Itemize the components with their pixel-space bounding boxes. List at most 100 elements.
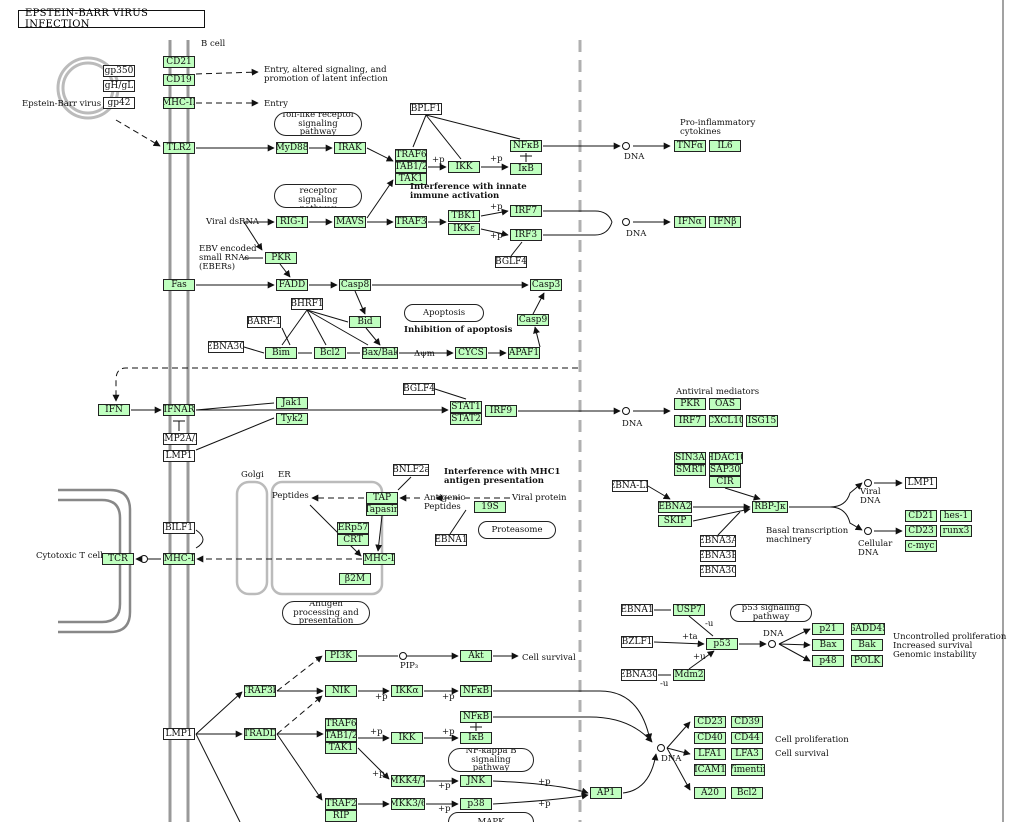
gene-bid[interactable]: Bid	[349, 316, 381, 328]
gene-ikk1[interactable]: IKK	[448, 161, 480, 173]
gene-il6[interactable]: IL6	[709, 140, 741, 152]
viral-node-bglf4a[interactable]: BGLF4	[495, 256, 527, 268]
gene-tab12b[interactable]: TAB1/2	[325, 730, 357, 742]
gene-rig1[interactable]: RIG-I	[276, 216, 308, 228]
viral-node-bglf4b[interactable]: BGLF4	[403, 383, 435, 395]
gene-cxcl10[interactable]: CXCL10	[709, 415, 743, 427]
gene-icam1[interactable]: ICAM1	[694, 764, 726, 776]
gene-mdm2[interactable]: Mdm2	[673, 669, 705, 681]
gene-cd19[interactable]: CD19	[163, 74, 195, 86]
gene-fas[interactable]: Fas	[163, 279, 195, 291]
viral-node-ebna3ca[interactable]: EBNA3C	[208, 341, 244, 353]
gene-tlr2[interactable]: TLR2	[163, 142, 195, 154]
gene-polk[interactable]: POLK	[851, 655, 883, 667]
gene-lfa3[interactable]: LFA3	[731, 748, 763, 760]
gene-apaf1[interactable]: APAF1	[508, 347, 540, 359]
gene-p48[interactable]: p48	[812, 655, 844, 667]
viral-node-ebnalp[interactable]: EBNA-LP	[612, 480, 648, 492]
gene-ifna[interactable]: IFNα	[674, 216, 706, 228]
viral-node-lmp1a[interactable]: LMP1	[163, 450, 195, 462]
gene-nfkb1[interactable]: NFκB	[510, 140, 542, 152]
pathway-link-agproc[interactable]: Antigen processing and presentation	[282, 601, 370, 625]
gene-usp7[interactable]: USP7	[673, 604, 705, 616]
gene-lfa1[interactable]: LFA1	[694, 748, 726, 760]
pathway-link-p53path[interactable]: p53 signaling pathway	[730, 604, 812, 622]
gene-p19s[interactable]: 19S	[474, 501, 506, 513]
gene-baxbak[interactable]: Bax/Bak	[362, 347, 398, 359]
gene-jak1[interactable]: Jak1	[276, 397, 308, 409]
gene-cd44[interactable]: CD44	[731, 732, 763, 744]
viral-node-ebna3b[interactable]: EBNA3B	[700, 550, 736, 562]
gene-stat1[interactable]: STAT1	[450, 401, 482, 413]
viral-node-ebna3a[interactable]: EBNA3A	[700, 535, 736, 547]
gene-tnfa[interactable]: TNFα	[674, 140, 706, 152]
gene-traf6b[interactable]: TRAF6	[325, 718, 357, 730]
gene-irf3[interactable]: IRF3	[510, 229, 542, 241]
gene-ikb1[interactable]: IκB	[510, 163, 542, 175]
gene-cd23b[interactable]: CD23	[694, 716, 726, 728]
gene-mhc1b[interactable]: MHC-I	[363, 553, 395, 565]
gene-hes1[interactable]: hes-1	[940, 510, 972, 522]
pathway-link-proteasome[interactable]: Proteasome	[478, 521, 556, 539]
gene-casp9[interactable]: Casp9	[517, 314, 549, 326]
gene-ikka[interactable]: IKKα	[391, 685, 423, 697]
gene-traf6a[interactable]: TRAF6	[395, 149, 427, 161]
gene-rbpjk[interactable]: RBP-Jκ	[752, 501, 788, 513]
gene-tak1b[interactable]: TAK1	[325, 742, 357, 754]
gene-ikb2[interactable]: IκB	[460, 732, 492, 744]
gene-bax[interactable]: Bax	[812, 639, 844, 651]
pathway-link-nfkbpath[interactable]: NF-kappa B signaling pathway	[448, 748, 534, 772]
gene-sap30[interactable]: SAP30	[709, 464, 741, 476]
gene-erp57[interactable]: ERp57	[337, 522, 369, 534]
gene-pkr1[interactable]: PKR	[265, 252, 297, 264]
gene-pkr2[interactable]: PKR	[674, 398, 706, 410]
pathway-link-apop[interactable]: Apoptosis	[404, 304, 484, 322]
gene-nik[interactable]: NIK	[325, 685, 357, 697]
gene-tradd[interactable]: TRADD	[244, 728, 276, 740]
gene-cd21a[interactable]: CD21	[163, 56, 195, 68]
gene-mhc1a[interactable]: MHC-I	[163, 553, 195, 565]
gene-irf7b[interactable]: IRF7	[674, 415, 706, 427]
gene-bak[interactable]: Bak	[851, 639, 883, 651]
gene-akt[interactable]: Akt	[460, 650, 492, 662]
gene-myd88[interactable]: MyD88	[276, 142, 308, 154]
gene-ikke[interactable]: IKKε	[448, 223, 480, 235]
viral-node-gp350[interactable]: gp350	[103, 65, 135, 77]
gene-mhc2[interactable]: MHC-II	[163, 97, 195, 109]
gene-fadd[interactable]: FADD	[276, 279, 308, 291]
gene-tab12a[interactable]: TAB1/2	[395, 161, 427, 173]
gene-vimentin[interactable]: Vimentin	[731, 764, 765, 776]
gene-traf3b[interactable]: TRAF3b	[244, 685, 276, 697]
gene-cmyc[interactable]: c-myc	[905, 540, 937, 552]
gene-runx3[interactable]: runx3	[940, 525, 972, 537]
gene-isg15[interactable]: ISG15	[746, 415, 778, 427]
viral-node-ebna3cb[interactable]: EBNA3C	[700, 565, 736, 577]
gene-ap1[interactable]: AP1	[590, 787, 622, 799]
viral-node-bhrf1[interactable]: BHRF1	[291, 298, 323, 310]
gene-oas[interactable]: OAS	[709, 398, 741, 410]
gene-ebna2[interactable]: EBNA2	[658, 501, 692, 513]
gene-pi3k[interactable]: PI3K	[325, 650, 357, 662]
gene-smrt[interactable]: SMRT	[674, 464, 706, 476]
gene-rip[interactable]: RIP	[325, 810, 357, 822]
gene-nfkb2[interactable]: NFκB	[460, 685, 492, 697]
viral-node-ghgl[interactable]: gH/gL	[103, 80, 135, 92]
gene-tapasin[interactable]: Tapasin	[366, 504, 398, 516]
gene-traf3[interactable]: TRAF3	[395, 216, 427, 228]
gene-hdac10[interactable]: HDAC10	[709, 452, 743, 464]
viral-node-lmp1b[interactable]: LMP1	[905, 477, 937, 489]
gene-bcl2b[interactable]: Bcl2	[731, 787, 763, 799]
gene-crt[interactable]: CRT	[337, 534, 369, 546]
gene-ifnar[interactable]: IFNAR	[163, 404, 195, 416]
gene-p38[interactable]: p38	[460, 798, 492, 810]
gene-irak[interactable]: IRAK	[334, 142, 366, 154]
gene-cd21b[interactable]: CD21	[905, 510, 937, 522]
gene-irf9[interactable]: IRF9	[485, 405, 517, 417]
gene-jnk[interactable]: JNK	[460, 775, 492, 787]
gene-tyk2[interactable]: Tyk2	[276, 413, 308, 425]
gene-traf2[interactable]: TRAF2	[325, 798, 357, 810]
gene-tbk1[interactable]: TBK1	[448, 210, 480, 222]
viral-node-ebna3cc[interactable]: EBNA3C	[621, 669, 657, 681]
viral-node-bnlf2a[interactable]: BNLF2a	[393, 464, 429, 476]
viral-node-ebna1a[interactable]: EBNA1	[435, 534, 467, 546]
